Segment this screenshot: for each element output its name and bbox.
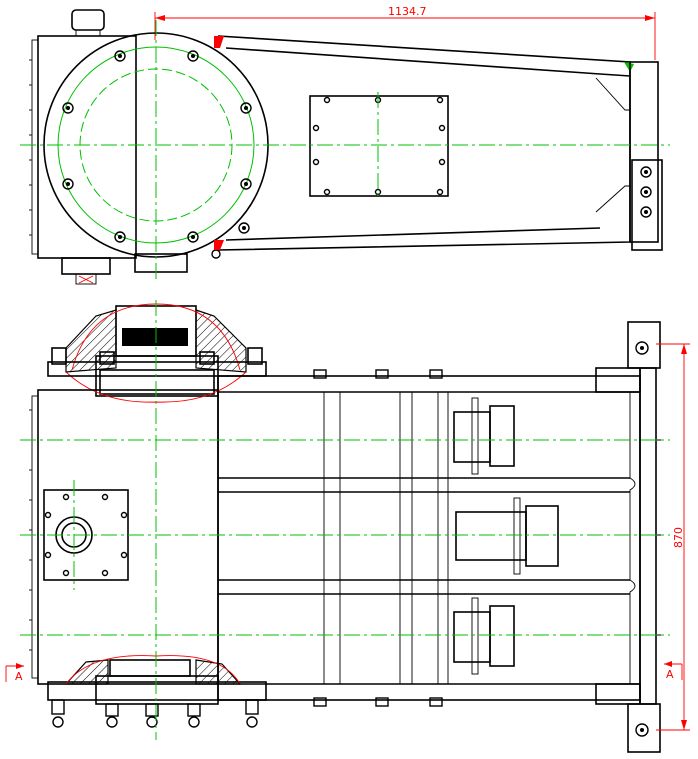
section-mark-left: A: [5, 663, 24, 683]
inspection-cover: [309, 95, 449, 197]
drain-boss: [61, 257, 111, 275]
plunger-2: [455, 497, 559, 575]
mount-foot: [134, 253, 188, 273]
cover-bolts: [62, 50, 252, 259]
overall-length-dimension: 1134.7: [154, 5, 656, 60]
overall-length-label: 1134.7: [388, 5, 427, 18]
crosshead-guide-frame: [217, 369, 641, 707]
svg-text:A: A: [15, 670, 23, 683]
lower-bearing-section: [47, 655, 267, 728]
front-view: 870 A A: [5, 300, 690, 753]
crosshead-frame: [214, 35, 634, 251]
end-plate: [595, 321, 664, 753]
svg-text:A: A: [666, 668, 674, 681]
end-bracket: [629, 61, 659, 243]
gear-housing: [37, 35, 137, 259]
top-view: 1134.7: [20, 5, 670, 285]
upper-bearing-section: [47, 303, 267, 403]
bolt-span-label: 870: [672, 527, 685, 548]
bolt-span-dimension: 870: [656, 343, 690, 731]
vent-cap: [71, 9, 105, 31]
section-mark-right: A: [664, 661, 683, 681]
plunger-3: [453, 597, 515, 675]
plunger-1: [453, 397, 515, 475]
